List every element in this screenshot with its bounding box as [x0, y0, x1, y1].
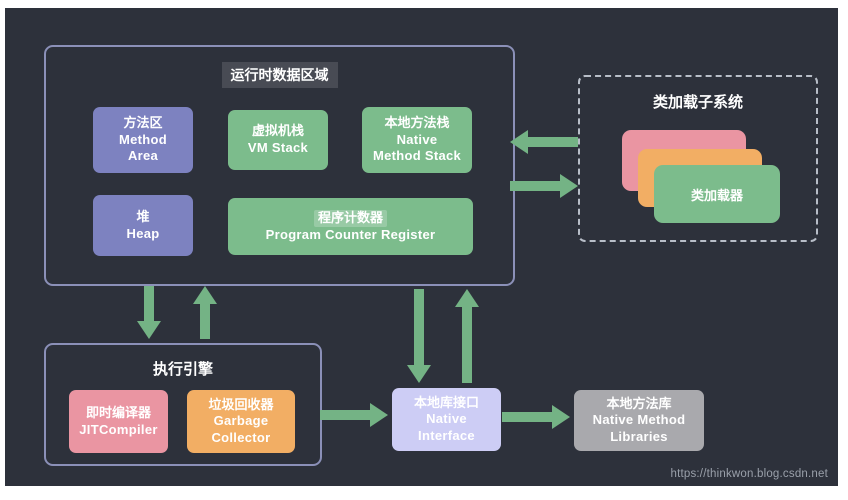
- arrow-shaft: [320, 410, 372, 420]
- arrow-shaft: [502, 412, 554, 422]
- classloader-card-label: 类加载器: [690, 187, 743, 203]
- native-interface-label-zh: 本地库接口: [413, 394, 479, 410]
- native-libraries-box: 本地方法库 Native Method Libraries: [574, 390, 704, 451]
- arrow-engine-to-runtime: [193, 286, 217, 339]
- program-counter-box: 程序计数器 Program Counter Register: [228, 198, 473, 255]
- arrow-shaft: [526, 137, 578, 147]
- native-interface-box: 本地库接口 Native Interface: [392, 388, 501, 451]
- heap-label-zh: 堆: [136, 208, 150, 224]
- arrow-shaft: [200, 302, 210, 339]
- arrow-shaft: [414, 289, 424, 367]
- arrow-native-interface-to-libraries: [502, 405, 570, 429]
- vm-stack-label-zh: 虚拟机栈: [251, 123, 304, 139]
- arrow-runtime-to-classloader: [510, 174, 578, 198]
- program-counter-label-en: Program Counter Register: [265, 226, 436, 242]
- runtime-data-area-panel: 运行时数据区域 方法区 Method Area 虚拟机栈 VM Stack 本地…: [44, 45, 515, 286]
- arrow-shaft: [462, 305, 472, 383]
- classloader-subsystem-panel: 类加载子系统 类加载器: [578, 75, 818, 242]
- arrow-runtime-to-engine: [137, 286, 161, 339]
- heap-label-en: Heap: [126, 225, 160, 241]
- method-area-label-en: Method Area: [118, 131, 167, 164]
- classloader-card-front: 类加载器: [654, 165, 780, 223]
- arrow-head: [370, 403, 388, 427]
- execution-engine-title: 执行引擎: [152, 361, 214, 378]
- method-area-box: 方法区 Method Area: [93, 107, 193, 173]
- native-method-stack-box: 本地方法栈 Native Method Stack: [362, 107, 472, 173]
- arrow-head: [455, 289, 479, 307]
- jit-compiler-label-en: JITCompiler: [79, 421, 158, 437]
- garbage-collector-label-zh: 垃圾回收器: [208, 396, 274, 412]
- native-interface-label-en: Native Interface: [418, 411, 475, 443]
- garbage-collector-label-en: Garbage Collector: [211, 413, 271, 445]
- native-libraries-label-en: Native Method Libraries: [592, 412, 686, 444]
- arrow-head: [193, 286, 217, 304]
- watermark-url: https://thinkwon.blog.csdn.net: [670, 468, 828, 480]
- program-counter-label-zh: 程序计数器: [313, 209, 387, 227]
- vm-stack-box: 虚拟机栈 VM Stack: [228, 110, 328, 170]
- arrow-runtime-to-native-interface: [407, 289, 431, 383]
- native-libraries-label-zh: 本地方法库: [606, 395, 672, 411]
- classloader-subsystem-title: 类加载子系统: [652, 94, 744, 111]
- arrow-head: [560, 174, 578, 198]
- arrow-native-interface-to-runtime: [455, 289, 479, 383]
- jit-compiler-box: 即时编译器 JITCompiler: [69, 390, 168, 453]
- native-method-stack-label-en: Native Method Stack: [372, 131, 462, 164]
- heap-box: 堆 Heap: [93, 195, 193, 256]
- runtime-data-area-title: 运行时数据区域: [221, 62, 338, 88]
- native-method-stack-label-zh: 本地方法栈: [384, 115, 450, 131]
- arrow-head: [137, 321, 161, 339]
- arrow-shaft: [144, 286, 154, 323]
- arrow-head: [510, 130, 528, 154]
- arrow-shaft: [510, 181, 562, 191]
- arrow-classloader-to-runtime: [510, 130, 578, 154]
- execution-engine-panel: 执行引擎 即时编译器 JITCompiler 垃圾回收器 Garbage Col…: [44, 343, 322, 466]
- arrow-head: [552, 405, 570, 429]
- garbage-collector-box: 垃圾回收器 Garbage Collector: [187, 390, 295, 453]
- jit-compiler-label-zh: 即时编译器: [85, 404, 151, 420]
- arrow-engine-to-native-interface: [320, 403, 388, 427]
- jvm-architecture-diagram: 运行时数据区域 方法区 Method Area 虚拟机栈 VM Stack 本地…: [5, 8, 838, 486]
- vm-stack-label-en: VM Stack: [247, 140, 309, 155]
- arrow-head: [407, 365, 431, 383]
- method-area-label-zh: 方法区: [123, 115, 163, 131]
